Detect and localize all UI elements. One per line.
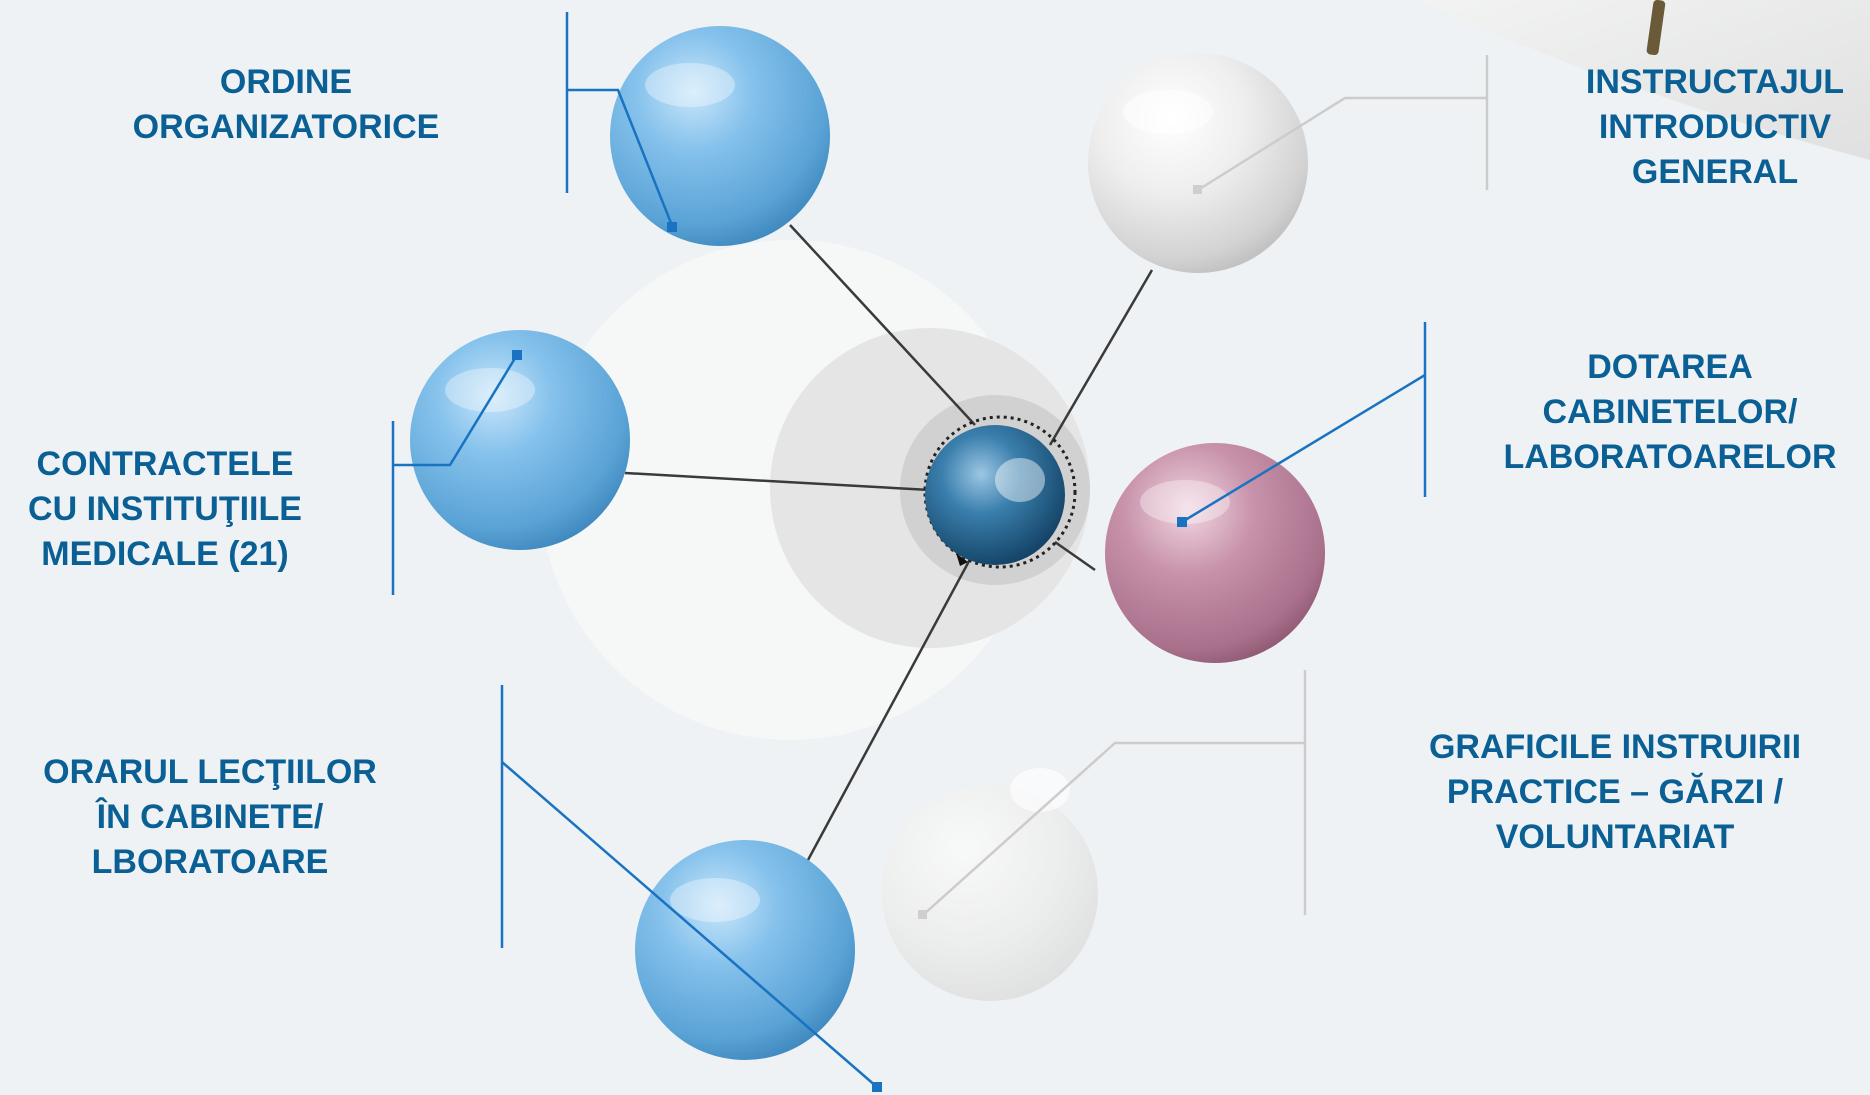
connector-orar <box>806 549 977 861</box>
connector-contracte <box>624 471 931 492</box>
label-line: INTRODUCTIV <box>1598 108 1832 146</box>
label-contracte: CONTRACTELE CU INSTITUŢIILE MEDICALE (21) <box>0 442 330 577</box>
bubble-instructaj[interactable] <box>1088 53 1308 273</box>
callout-instructaj <box>1197 96 1487 192</box>
label-line: ORDINE <box>219 63 353 101</box>
label-line: GRAFICILE INSTRUIRII <box>1428 728 1802 766</box>
callout-dots <box>512 222 1187 1092</box>
bubble-orar[interactable] <box>635 840 855 1060</box>
label-graficele: GRAFICILE INSTRUIRII PRACTICE – GĂRZI / VO… <box>1380 725 1850 860</box>
label-ordine: ORDINE ORGANIZATORICE <box>96 60 476 150</box>
bubble-ordine[interactable] <box>610 26 830 246</box>
label-instructaj: INSTRUCTAJUL INTRODUCTIV GENERAL <box>1560 60 1870 195</box>
callout-contracte <box>393 354 519 467</box>
pen-icon <box>1646 0 1666 56</box>
hub-ring <box>923 415 1077 569</box>
connectors <box>624 224 1154 861</box>
label-orar: ORARUL LECŢIILOR ÎN CABINETE/LBORATOARE <box>0 750 420 885</box>
hub-arrow-icon <box>956 553 968 566</box>
callouts <box>391 12 1427 1088</box>
label-line: ORARUL LECŢIILOR <box>43 753 377 791</box>
bubble-dotarea[interactable] <box>1105 443 1325 663</box>
hub-bubble[interactable] <box>925 425 1065 565</box>
label-line: PRACTICE – GĂRZI / <box>1446 773 1784 811</box>
callout-ordine <box>567 88 675 229</box>
label-dotarea: DOTAREA CABINETELOR/LABORATOARELOR <box>1480 345 1860 480</box>
label-line: INSTRUCTAJUL <box>1585 63 1845 101</box>
bubble-highlights <box>445 63 1230 922</box>
callout-dotarea <box>1181 373 1426 524</box>
label-line: GENERAL <box>1631 153 1799 191</box>
label-line: ÎN CABINETE/ <box>96 798 324 836</box>
label-line: VOLUNTARIAT <box>1495 818 1735 856</box>
callout-graficele <box>922 741 1305 916</box>
callout-orar <box>501 761 878 1088</box>
connector-ordine <box>789 224 976 426</box>
corner-photo <box>1420 0 1870 160</box>
connector-dotarea <box>1054 540 1096 572</box>
callouts-grey <box>922 55 1489 916</box>
label-line: CU INSTITUŢIILE <box>28 490 302 528</box>
hub-highlight <box>995 458 1045 502</box>
label-line: CONTRACTELE <box>36 445 294 483</box>
label-line: LBORATOARE <box>91 843 329 881</box>
bubble-contracte[interactable] <box>410 330 630 550</box>
callout-dots-grey <box>918 185 1202 919</box>
label-line: DOTAREA <box>1587 348 1753 386</box>
connector-instructaj <box>1048 269 1154 446</box>
label-line: MEDICALE (21) <box>41 535 289 573</box>
label-line: ORGANIZATORICE <box>132 108 440 146</box>
label-line: LABORATOARELOR <box>1503 438 1837 476</box>
label-line: CABINETELOR/ <box>1542 393 1798 431</box>
bubble-graficele[interactable] <box>882 785 1098 1001</box>
